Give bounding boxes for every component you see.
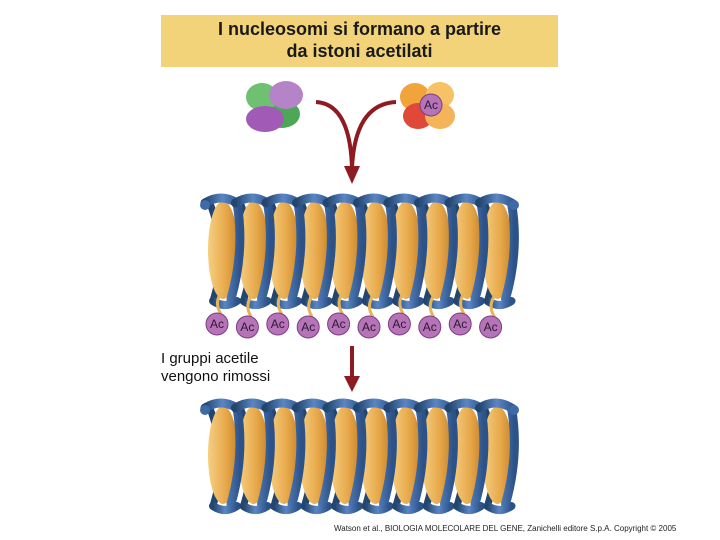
acetyl-group [418,315,442,339]
side-label: I gruppi acetile vengono rimossi [161,350,270,386]
acetyl-label: Ac [240,320,254,334]
histone-core [360,406,391,504]
histone-core [421,201,452,299]
histone-core [452,406,482,504]
histone-core [238,201,269,299]
dna-strand-front [361,502,394,514]
histone-core [391,201,421,299]
histone-core [452,201,482,299]
merge-arrow [315,100,397,184]
acetyl-label: Ac [423,320,437,334]
dna-strand-front [453,297,485,309]
acetyl-label: Ac [362,320,376,334]
acetyl-group [357,315,381,339]
histone-tail [489,292,498,318]
dna-strand-front [270,502,302,514]
dna-strand-front [209,297,241,309]
dna-strand-front [361,297,394,309]
histone-core [482,201,513,299]
acetyl-group [266,312,290,336]
histone-core [421,406,452,504]
dna-strand-front [483,502,516,514]
deacetylation-arrow [344,346,360,392]
dna-strand-front [331,297,363,309]
dna-strand-front [209,502,241,514]
histone-tail [428,292,437,318]
acetyl-label: Ac [271,317,285,331]
dna-strand-front [270,297,302,309]
dna-strand-front [392,297,424,309]
dna-strand-front [483,297,516,309]
histone-core [208,406,238,504]
acetyl-group [448,312,472,336]
histone-tail [459,289,468,315]
acetyl-label: Ac [392,317,406,331]
dna-strand-front [239,502,272,514]
copyright-credit: Watson et al., BIOLOGIA MOLECOLARE DEL G… [334,524,677,533]
dna-strand-front [239,297,272,309]
side-label-line-1: I gruppi acetile [161,350,259,367]
acetyl-group [479,315,503,339]
acetyl-group [387,312,411,336]
histone-tail [337,289,346,315]
acetyl-label: Ac [301,320,315,334]
acetyl-group [205,312,229,336]
histone-core [299,201,330,299]
histone-core [482,406,513,504]
dna-end [509,200,519,210]
title-line-2: da istoni acetilati [286,41,433,61]
histone-core [269,406,299,504]
histone-octamer-acetylated: Ac [400,82,455,129]
dna-strand-front [300,297,333,309]
dna-strand-front [331,502,363,514]
histone-tail [368,292,377,318]
acetyl-label: Ac [453,317,467,331]
dna-end [509,405,519,415]
histone-core [208,201,238,299]
chromatin-deacetylated [200,398,519,514]
acetyl-row: Ac Ac Ac Ac Ac Ac Ac Ac Ac Ac [205,289,503,339]
acetyl-group [327,312,351,336]
dna-strand-front [422,297,455,309]
histone-core [238,406,269,504]
side-label-line-2: vengono rimossi [161,368,271,385]
acetyl-group [419,93,443,117]
histone-tail [246,292,255,318]
histone-core [330,201,360,299]
acetyl-label: Ac [210,317,224,331]
title-line-1: I nucleosomi si formano a partire [217,19,502,39]
histone-tail [216,289,225,315]
dna-strand-front [392,502,424,514]
acetyl-group [296,315,320,339]
title-box: I nucleosomi si formano a partire da ist… [161,15,558,67]
histone-core [299,406,330,504]
histone-core [360,201,391,299]
histone-tail [307,292,316,318]
dna-strand-front [422,502,455,514]
acetyl-label: Ac [484,320,498,334]
histone-tail [276,289,285,315]
dna-strand-front [300,502,333,514]
acetyl-group [235,315,259,339]
acetyl-label: Ac [332,317,346,331]
histone-tail [398,289,407,315]
chromatin-acetylated [200,193,519,309]
histone-octamer-free [246,81,303,132]
dna-end [200,405,210,415]
histone-core [269,201,299,299]
dna-end [200,200,210,210]
dna-strand-front [453,502,485,514]
acetyl-label: Ac [424,98,438,112]
histone-core [330,406,360,504]
histone-core [391,406,421,504]
